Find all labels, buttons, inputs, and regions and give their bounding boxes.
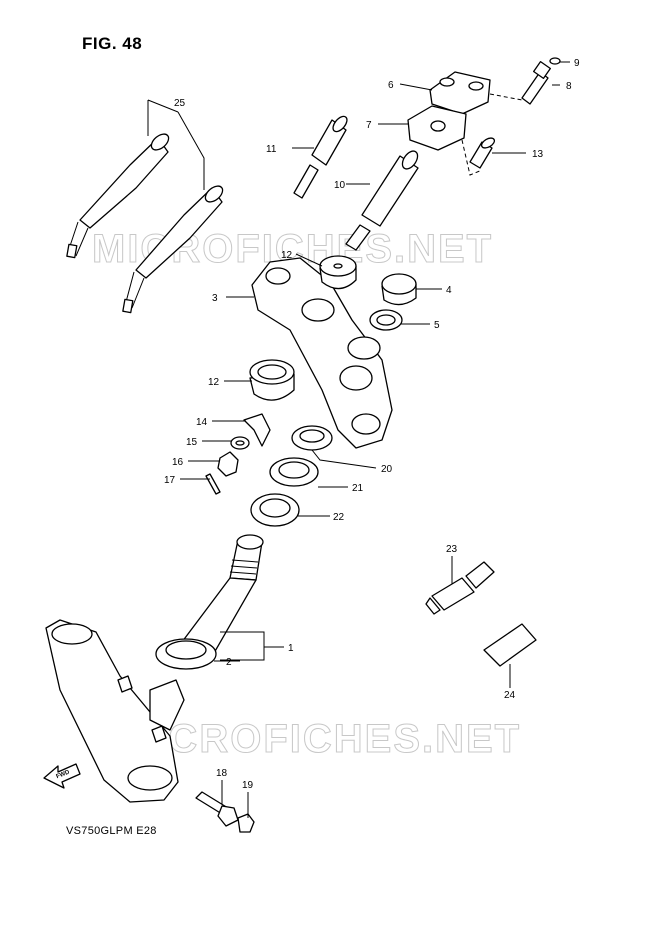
part-6-upper-clamp xyxy=(429,71,491,115)
callout-10: 10 xyxy=(334,180,346,191)
watermark-bottom: MICROFICHES.NET xyxy=(120,717,521,761)
callout-19: 19 xyxy=(242,780,254,791)
part-24-key-tag xyxy=(483,623,537,667)
callout-17: 17 xyxy=(164,475,176,486)
callout-4: 4 xyxy=(446,285,452,296)
callout-2: 2 xyxy=(226,657,232,668)
callout-3: 3 xyxy=(212,293,218,304)
part-8-bolt xyxy=(521,60,552,105)
callout-15: 15 xyxy=(186,437,198,448)
part-7-lower-clamp xyxy=(407,105,467,151)
part-19-nut xyxy=(237,813,255,833)
fwd-arrow-icon: FWD xyxy=(43,763,81,789)
part-16-nut xyxy=(217,451,239,477)
figure-title: FIG. 48 xyxy=(82,34,143,53)
callout-12-upper: 12 xyxy=(281,250,293,261)
callout-13: 13 xyxy=(532,149,544,160)
callout-18: 18 xyxy=(216,768,228,779)
part-11-bar-end xyxy=(293,115,348,199)
callout-12-lower: 12 xyxy=(208,377,220,388)
callout-20: 20 xyxy=(381,464,393,475)
callout-11: 11 xyxy=(266,144,277,155)
callout-6: 6 xyxy=(388,80,394,91)
part-3-upper-bracket xyxy=(251,257,393,449)
part-18-bolt xyxy=(195,791,239,827)
callout-24: 24 xyxy=(504,690,516,701)
part-1-steering-stem xyxy=(45,534,264,803)
callout-25: 25 xyxy=(174,98,186,109)
part-10-handlebar-tube xyxy=(345,150,419,251)
part-25-handlebars xyxy=(66,133,224,314)
part-21-dust-seal xyxy=(269,457,319,487)
part-17-pin xyxy=(205,473,221,495)
fwd-label: FWD xyxy=(56,769,72,780)
part-12-cap-lower xyxy=(249,359,295,401)
callout-22: 22 xyxy=(333,512,345,523)
callout-7: 7 xyxy=(366,120,372,131)
part-4-cap xyxy=(381,273,417,306)
part-2-seal-ring xyxy=(155,638,217,670)
leader-lines xyxy=(147,61,570,818)
part-5-washer xyxy=(369,309,403,331)
part-12-cap-upper xyxy=(319,255,357,290)
callout-5: 5 xyxy=(434,320,440,331)
part-22-bearing xyxy=(250,493,300,527)
part-9-washer xyxy=(549,57,561,65)
callout-21: 21 xyxy=(352,483,364,494)
callout-14: 14 xyxy=(196,417,208,428)
part-13-bolt xyxy=(469,137,496,169)
callout-1: 1 xyxy=(288,643,294,654)
part-15-washer xyxy=(230,436,250,450)
model-code: VS750GLPM E28 xyxy=(66,825,157,837)
part-20-steering-nut xyxy=(291,425,333,451)
part-23-steering-lock xyxy=(425,561,495,615)
callout-9: 9 xyxy=(574,58,580,69)
callout-23: 23 xyxy=(446,544,458,555)
part-14-clip xyxy=(243,413,271,447)
callout-8: 8 xyxy=(566,81,572,92)
callout-16: 16 xyxy=(172,457,184,468)
